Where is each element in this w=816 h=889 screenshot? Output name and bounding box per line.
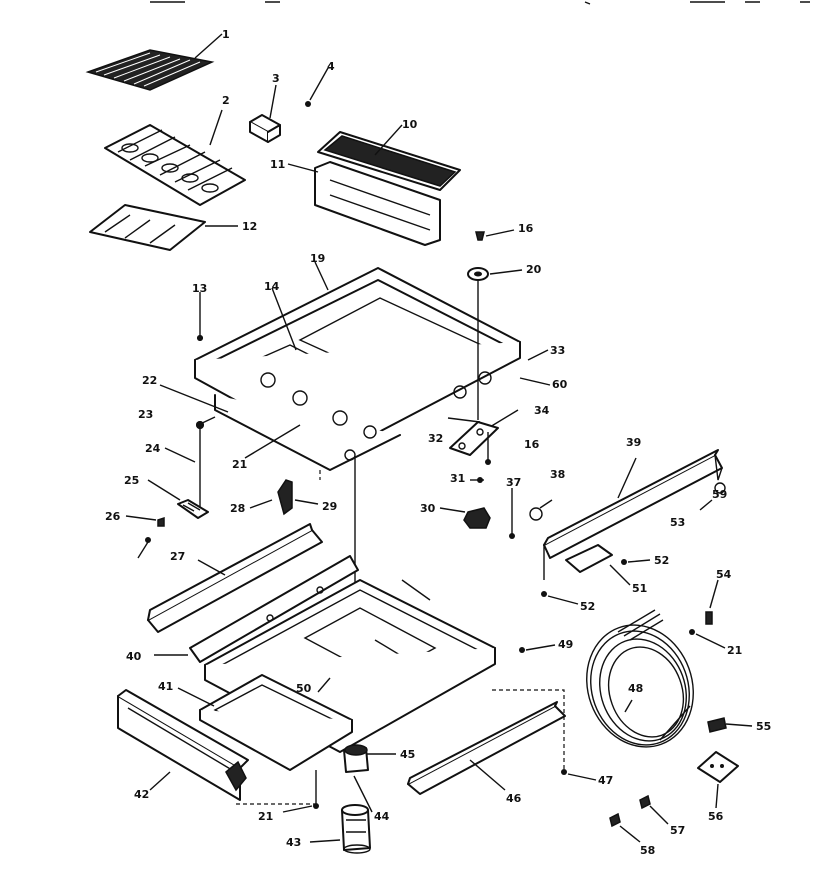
- callout-39: 39: [626, 436, 641, 449]
- callout-26: 26: [105, 510, 121, 523]
- lower-screw-part: [236, 770, 319, 813]
- grommet-part: [197, 335, 203, 341]
- vent-panel-part: [317, 124, 461, 191]
- callout-37: 37: [506, 476, 521, 489]
- callout-58: 58: [640, 844, 655, 857]
- foot-cup-part: [343, 744, 396, 813]
- callout-19: 19: [310, 252, 325, 265]
- back-panel-part: [287, 161, 441, 246]
- callout-21c: 21: [258, 810, 273, 823]
- callout-25: 25: [124, 474, 139, 487]
- callout-1: 1: [222, 28, 230, 41]
- terminal-block-part: [697, 751, 739, 809]
- terminal-screw-part: [609, 812, 641, 843]
- front-rail-part: [147, 523, 323, 633]
- callout-50: 50: [296, 682, 312, 695]
- callout-60: 60: [552, 378, 568, 391]
- callout-31: 31: [450, 472, 465, 485]
- callout-29: 29: [322, 500, 337, 513]
- left-hardware-part: [125, 421, 273, 559]
- callout-3: 3: [272, 72, 280, 85]
- callout-27: 27: [170, 550, 185, 563]
- callout-42: 42: [134, 788, 149, 801]
- cooktop-frame-part: [194, 261, 521, 471]
- callout-28: 28: [230, 502, 245, 515]
- callout-55: 55: [756, 720, 771, 733]
- burner-cover-part: [89, 204, 238, 251]
- callout-21a: 21: [232, 458, 247, 471]
- bolt-part: [475, 229, 515, 241]
- callout-30: 30: [420, 502, 436, 515]
- spacer-part: [470, 477, 484, 483]
- screw-part: [305, 67, 329, 107]
- callout-23: 23: [138, 408, 153, 421]
- callout-33: 33: [550, 344, 565, 357]
- side-bracket-part: [449, 421, 499, 456]
- knob-block-part: [249, 84, 281, 143]
- callout-51: 51: [632, 582, 647, 595]
- callout-12: 12: [242, 220, 257, 233]
- callout-44: 44: [374, 810, 390, 823]
- callout-16b: 16: [524, 438, 540, 451]
- callout-54: 54: [716, 568, 732, 581]
- top-rail-part: [543, 449, 726, 559]
- callout-49: 49: [558, 638, 573, 651]
- top-edge-fragments: [150, 1, 810, 5]
- callout-40: 40: [126, 650, 142, 663]
- jar-part: [309, 804, 371, 854]
- callout-16: 16: [518, 222, 534, 235]
- corner-leads: [492, 644, 597, 781]
- callout-10: 10: [402, 118, 418, 131]
- callout-20: 20: [526, 263, 542, 276]
- callout-57: 57: [670, 824, 685, 837]
- callout-34: 34: [534, 404, 550, 417]
- callout-2: 2: [222, 94, 230, 107]
- callout-46: 46: [506, 792, 522, 805]
- clip-part: [277, 479, 319, 516]
- callout-11: 11: [270, 158, 285, 171]
- callout-45: 45: [400, 748, 415, 761]
- callout-52b: 52: [580, 600, 595, 613]
- callout-32: 32: [428, 432, 443, 445]
- callout-13: 13: [192, 282, 207, 295]
- callout-47: 47: [598, 774, 613, 787]
- grate-part: [85, 33, 223, 91]
- leveling-foot-part: [439, 507, 491, 529]
- callout-52: 52: [654, 554, 669, 567]
- callout-22: 22: [142, 374, 157, 387]
- callout-56: 56: [708, 810, 724, 823]
- callout-labels: 1 2 3 4 10 11 12 13 14 16 19 20 22 23 21…: [105, 28, 771, 857]
- callout-21b: 21: [727, 644, 742, 657]
- washer-part: [467, 267, 523, 281]
- rack-part: [104, 109, 246, 206]
- callout-24: 24: [145, 442, 161, 455]
- small-screw-part: [639, 794, 669, 825]
- callout-14: 14: [264, 280, 280, 293]
- strain-relief-part: [707, 717, 753, 733]
- callout-53: 53: [670, 516, 685, 529]
- drawer-pan-part: [177, 674, 353, 771]
- side-rail-part: [154, 555, 359, 663]
- callout-38: 38: [550, 468, 565, 481]
- wire-harness-part: [586, 609, 694, 748]
- drawer-front-part: [117, 689, 249, 801]
- callout-43: 43: [286, 836, 301, 849]
- callout-4: 4: [327, 60, 335, 73]
- callout-59: 59: [712, 488, 727, 501]
- bracket-plate-part: [509, 488, 651, 605]
- callout-48: 48: [628, 682, 643, 695]
- kick-plate-part: [407, 701, 566, 795]
- callout-41: 41: [158, 680, 173, 693]
- connector-part: [689, 579, 726, 649]
